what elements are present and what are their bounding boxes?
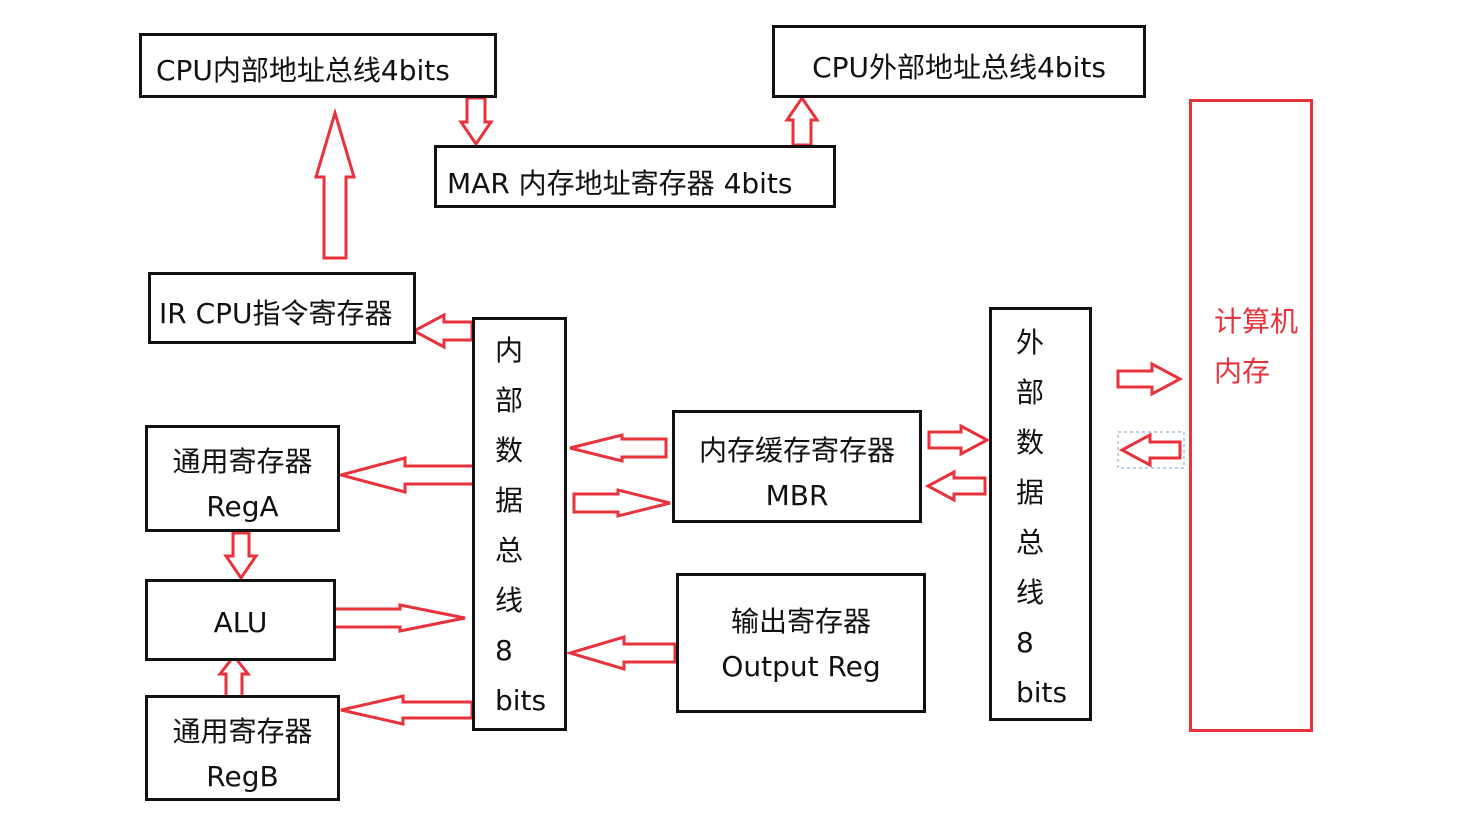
external-data-bus-char: bits	[1016, 676, 1068, 709]
reg-a-name: RegA	[206, 490, 279, 523]
internal-data-bus-char: 部	[495, 384, 524, 417]
external-data-bus-char: 据	[1016, 476, 1045, 509]
internal-data-bus-to-ir-arrow	[410, 312, 474, 350]
external-data-bus-label: 外 部 数 据 总 线 8 bits	[1016, 318, 1067, 718]
mbr-box: 内存缓存寄存器 MBR	[672, 410, 922, 523]
internal-data-bus-to-reg-b-arrow	[340, 694, 474, 726]
output-reg-box: 输出寄存器 Output Reg	[676, 573, 926, 713]
memory-to-external-data-bus-arrow	[1118, 432, 1182, 468]
external-data-bus-char: 外	[1016, 326, 1045, 359]
ir-box: IR CPU指令寄存器	[148, 272, 416, 344]
reg-b-to-alu-arrow	[216, 653, 252, 701]
alu-to-internal-data-bus-arrow	[330, 603, 466, 633]
external-data-bus-char: 部	[1016, 376, 1045, 409]
internal-data-bus-label: 内 部 数 据 总 线 8 bits	[495, 326, 546, 726]
selection-box	[1117, 431, 1185, 469]
external-data-bus-char: 线	[1016, 576, 1045, 609]
ir-label: IR CPU指令寄存器	[159, 297, 393, 330]
internal-data-bus-char: 内	[495, 334, 524, 367]
internal-address-bus-label: CPU内部地址总线4bits	[156, 54, 450, 87]
mbr-name: MBR	[765, 479, 829, 512]
mar-box: MAR 内存地址寄存器 4bits	[434, 145, 836, 208]
external-data-bus-char: 8	[1016, 626, 1034, 659]
reg-b-title: 通用寄存器	[172, 715, 313, 748]
internal-address-bus-to-mar-arrow	[458, 96, 494, 147]
external-data-bus-char: 数	[1016, 426, 1045, 459]
external-data-bus-box: 外 部 数 据 总 线 8 bits	[989, 307, 1092, 721]
output-reg-name: Output Reg	[721, 650, 881, 683]
internal-data-bus-char: 数	[495, 434, 524, 467]
mbr-to-internal-data-bus-arrow	[569, 433, 668, 463]
ir-to-internal-address-bus-arrow	[313, 107, 357, 260]
reg-a-title: 通用寄存器	[172, 445, 313, 478]
internal-data-bus-char: 线	[495, 584, 524, 617]
mar-label: MAR 内存地址寄存器 4bits	[447, 167, 793, 200]
reg-a-box: 通用寄存器 RegA	[145, 425, 340, 532]
internal-data-bus-box: 内 部 数 据 总 线 8 bits	[472, 317, 567, 731]
computer-memory-title: 计算机	[1214, 305, 1299, 338]
output-reg-title: 输出寄存器	[730, 605, 871, 638]
internal-data-bus-char: 8	[495, 634, 513, 667]
external-data-bus-to-memory-arrow	[1116, 361, 1184, 397]
mbr-title: 内存缓存寄存器	[698, 434, 895, 467]
internal-data-bus-to-reg-a-arrow	[335, 456, 480, 494]
reg-a-to-alu-arrow	[223, 531, 259, 581]
internal-data-bus-to-mbr-arrow	[572, 488, 671, 518]
mar-to-external-address-bus-arrow	[784, 95, 820, 147]
external-data-bus-char: 总	[1016, 526, 1045, 559]
mbr-to-external-data-bus-arrow	[927, 423, 991, 457]
alu-label: ALU	[213, 606, 268, 639]
external-address-bus-box: CPU外部地址总线4bits	[772, 25, 1146, 98]
internal-data-bus-char: 总	[495, 534, 524, 567]
output-reg-to-internal-data-bus-arrow	[564, 634, 677, 672]
internal-data-bus-char: 据	[495, 484, 524, 517]
external-data-bus-to-mbr-arrow	[924, 469, 987, 503]
reg-b-name: RegB	[206, 760, 279, 793]
reg-b-box: 通用寄存器 RegB	[145, 695, 340, 801]
internal-address-bus-box: CPU内部地址总线4bits	[139, 33, 497, 98]
computer-memory-subtitle: 内存	[1214, 355, 1271, 388]
internal-data-bus-char: bits	[495, 684, 547, 717]
computer-memory-box: 计算机 内存	[1189, 99, 1313, 732]
external-address-bus-label: CPU外部地址总线4bits	[812, 51, 1106, 84]
alu-box: ALU	[145, 579, 336, 661]
